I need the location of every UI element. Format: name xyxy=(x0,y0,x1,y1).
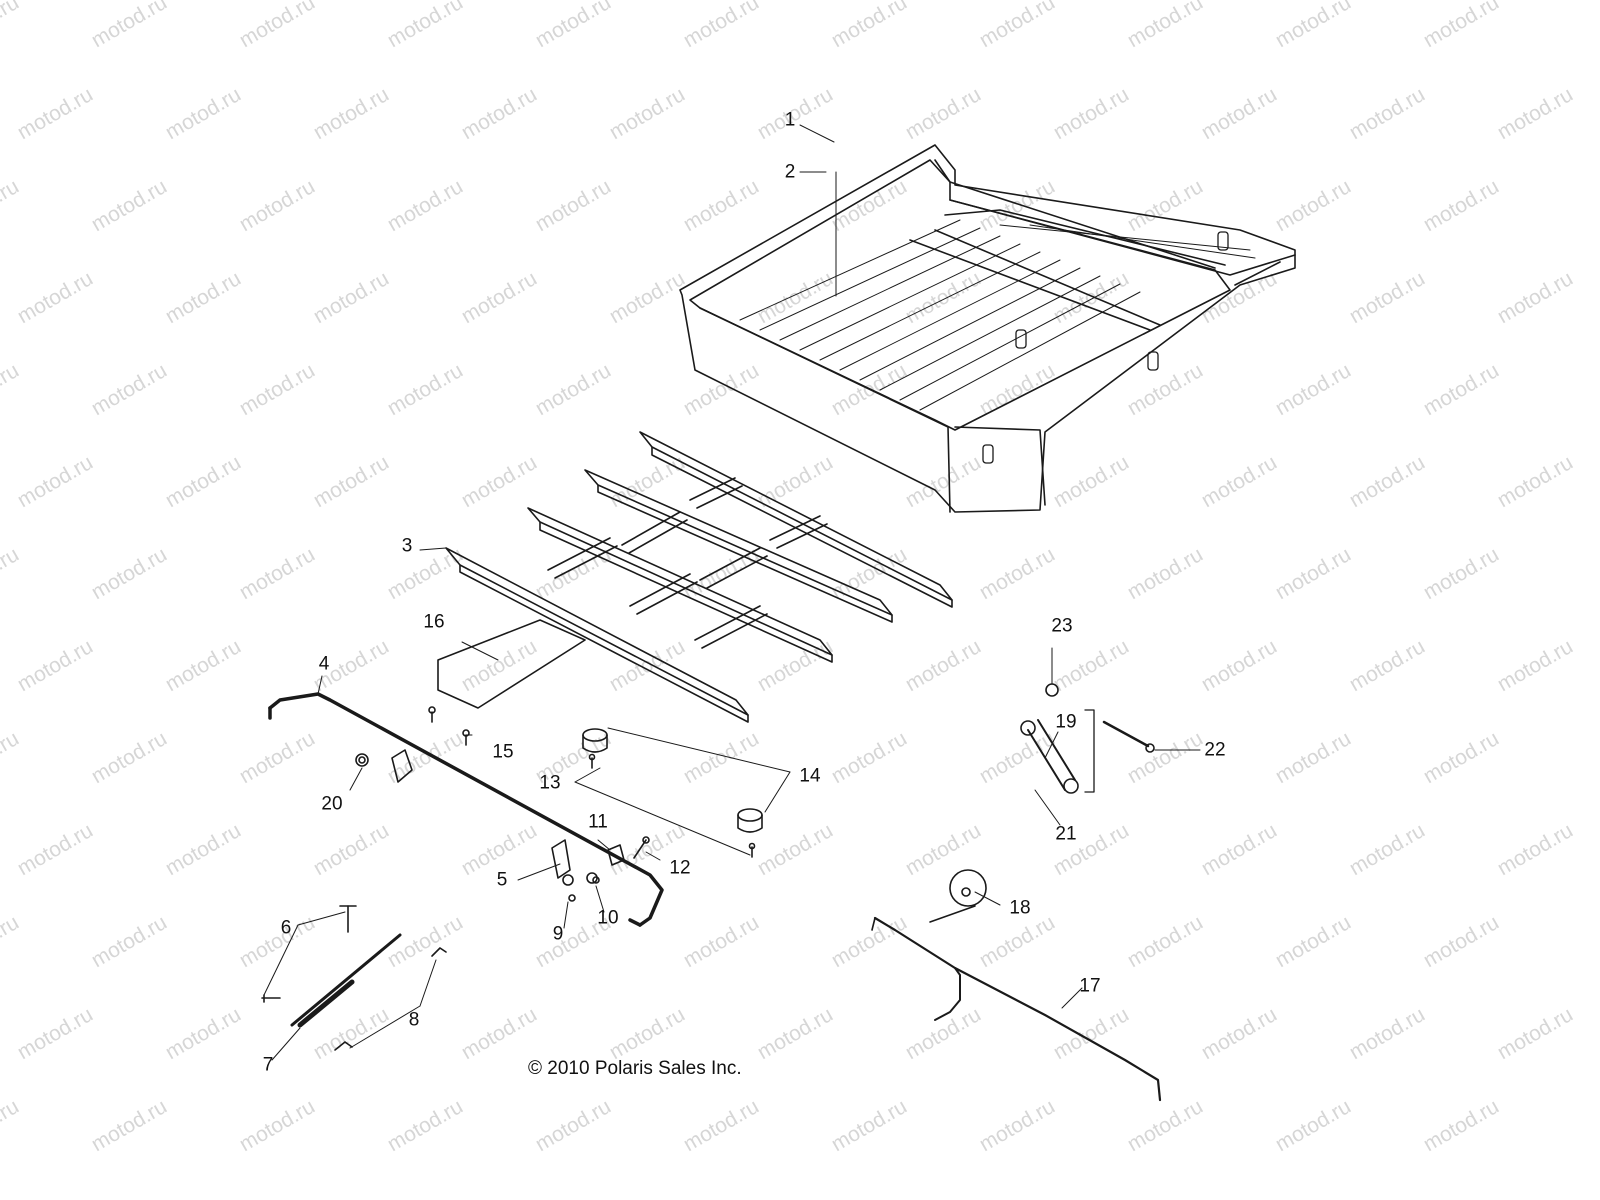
callout-20: 20 xyxy=(321,793,343,815)
callout-12: 12 xyxy=(669,857,691,879)
callout-15: 15 xyxy=(492,741,514,763)
callout-13: 13 xyxy=(539,772,561,794)
callout-5: 5 xyxy=(496,869,508,891)
callout-9: 9 xyxy=(552,923,564,945)
callout-6: 6 xyxy=(280,917,292,939)
callout-2: 2 xyxy=(784,161,796,183)
callout-21: 21 xyxy=(1055,823,1077,845)
shield-plate xyxy=(437,619,586,709)
cargo-bed-ribs xyxy=(739,219,1256,411)
callout-1: 1 xyxy=(784,109,796,131)
callout-14: 14 xyxy=(799,765,821,787)
callout-23: 23 xyxy=(1051,615,1073,637)
copyright-notice: © 2010 Polaris Sales Inc. xyxy=(528,1058,742,1079)
tie-down-loops xyxy=(982,231,1229,464)
support-parts xyxy=(261,905,447,1051)
callout-8: 8 xyxy=(408,1009,420,1031)
cargo-box xyxy=(679,144,1296,513)
rail-frame xyxy=(445,431,953,723)
leader-lines xyxy=(263,124,1201,1061)
brackets xyxy=(355,749,650,902)
callout-7: 7 xyxy=(262,1054,274,1076)
callout-4: 4 xyxy=(318,653,330,675)
bolts-15 xyxy=(428,706,470,746)
callout-19: 19 xyxy=(1055,711,1077,733)
callout-18: 18 xyxy=(1009,897,1031,919)
wire-harness xyxy=(871,869,1162,1102)
callout-3: 3 xyxy=(401,535,413,557)
rod-bar xyxy=(268,692,664,927)
callout-22: 22 xyxy=(1204,739,1226,761)
hinge-parts xyxy=(1020,683,1155,794)
callout-11: 11 xyxy=(588,811,608,833)
callout-10: 10 xyxy=(597,907,619,929)
bumpers xyxy=(582,728,763,858)
callout-16: 16 xyxy=(423,611,445,633)
callout-17: 17 xyxy=(1079,975,1101,997)
